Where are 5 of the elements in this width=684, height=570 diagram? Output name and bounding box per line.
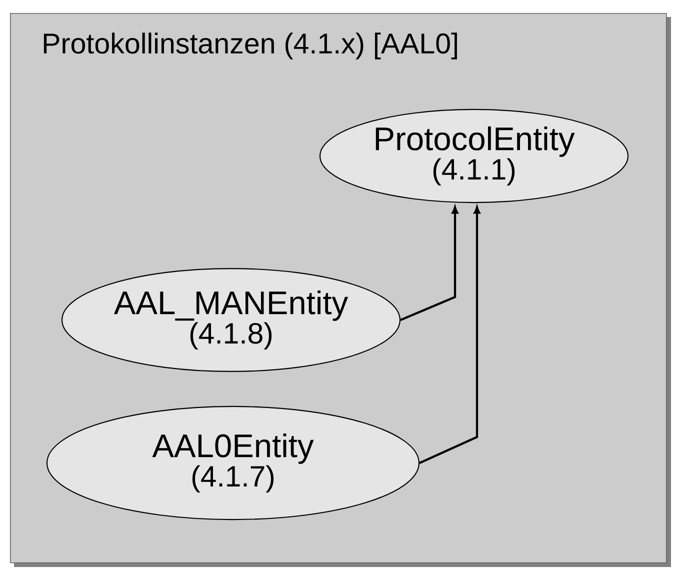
arrow [419,206,480,464]
ellipse-node: AAL0Entity (4.1.7) [46,406,420,520]
ellipse-node: AAL_MANEntity (4.1.8) [61,268,401,372]
ellipse-node: ProtocolEntity (4.1.1) [319,108,629,204]
arrow [400,206,458,321]
